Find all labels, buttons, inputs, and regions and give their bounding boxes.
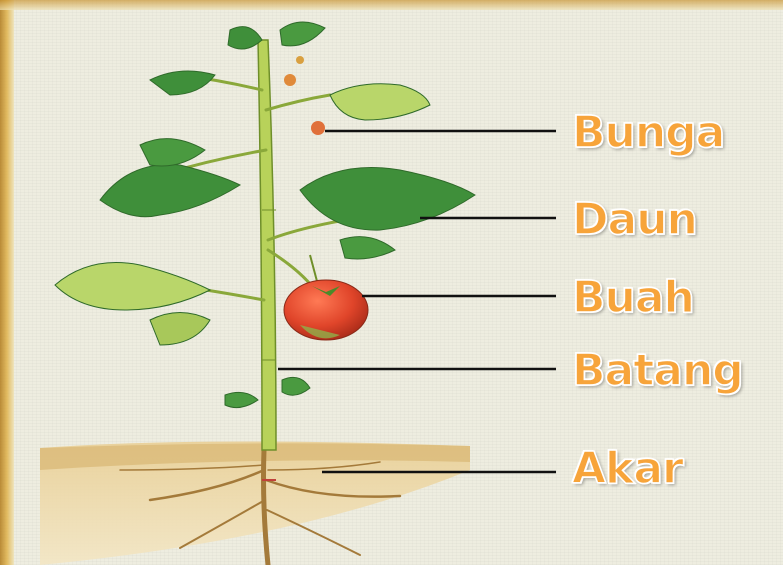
label-batang: Batang (572, 345, 743, 396)
tomato-fruit (284, 255, 368, 340)
label-daun: Daun (572, 194, 697, 245)
label-buah: Buah (572, 272, 694, 323)
label-akar: Akar (572, 443, 683, 494)
stem (258, 40, 276, 480)
label-bunga: Bunga (572, 107, 724, 158)
soil (40, 441, 470, 565)
